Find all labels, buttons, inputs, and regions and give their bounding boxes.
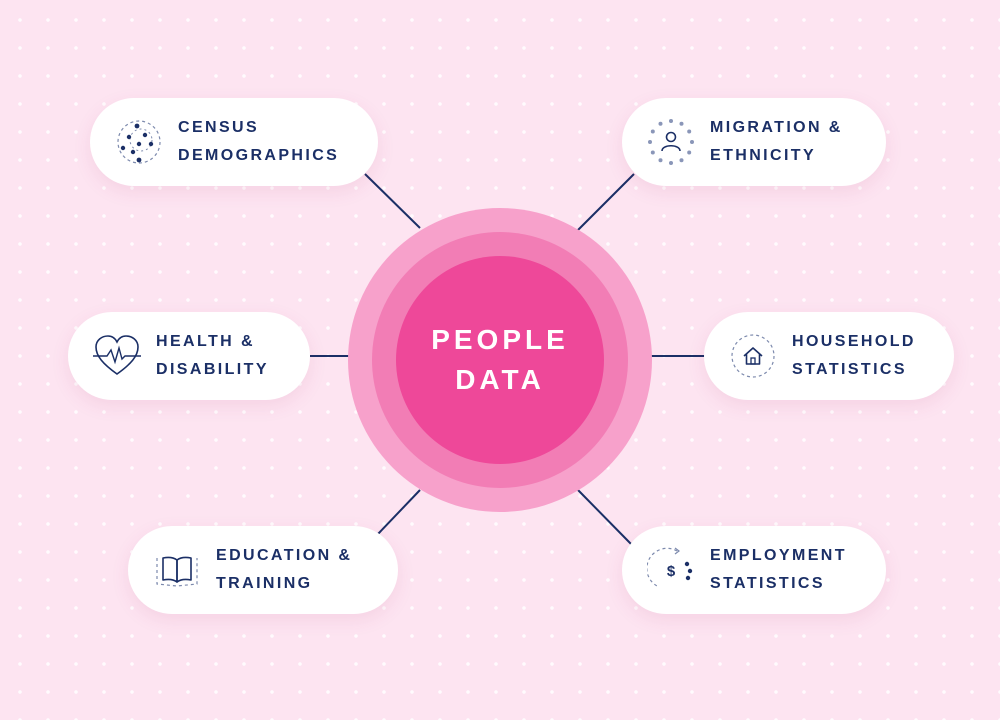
node-label-line1: HOUSEHOLD — [792, 333, 916, 350]
node-label-line1: CENSUS — [178, 119, 260, 136]
heart-pulse-icon — [92, 331, 142, 381]
node-census-demographics: CENSUS DEMOGRAPHICS — [90, 98, 378, 186]
connector-migration — [577, 173, 635, 231]
center-title-line1: PEOPLE — [431, 324, 569, 355]
node-label-line2: ETHNICITY — [710, 147, 817, 164]
node-employment-statistics: $ EMPLOYMENT STATISTICS — [622, 526, 886, 614]
connector-census — [364, 173, 421, 229]
center-node: PEOPLE DATA — [396, 256, 604, 464]
center-title-line2: DATA — [455, 364, 545, 395]
open-book-icon — [152, 545, 202, 595]
connector-employment — [577, 489, 633, 546]
node-education-training: EDUCATION & TRAINING — [128, 526, 398, 614]
node-label-line1: MIGRATION & — [710, 119, 843, 136]
node-label-line1: EMPLOYMENT — [710, 547, 847, 564]
node-label-line1: EDUCATION & — [216, 547, 353, 564]
node-migration-ethnicity: MIGRATION & ETHNICITY — [622, 98, 886, 186]
person-dotted-circle-icon — [646, 117, 696, 167]
svg-text:$: $ — [667, 563, 676, 580]
node-label-line2: TRAINING — [216, 575, 313, 592]
dotted-circle-network-icon — [114, 117, 164, 167]
node-household-statistics: HOUSEHOLD STATISTICS — [704, 312, 954, 400]
node-label-line2: DISABILITY — [156, 361, 269, 378]
node-label-line1: HEALTH & — [156, 333, 255, 350]
node-health-disability: HEALTH & DISABILITY — [68, 312, 310, 400]
node-label-line2: DEMOGRAPHICS — [178, 147, 340, 164]
dollar-cycle-icon: $ — [646, 545, 696, 595]
house-icon — [728, 331, 778, 381]
node-label-line2: STATISTICS — [792, 361, 907, 378]
connector-education — [377, 489, 421, 535]
node-label-line2: STATISTICS — [710, 575, 825, 592]
